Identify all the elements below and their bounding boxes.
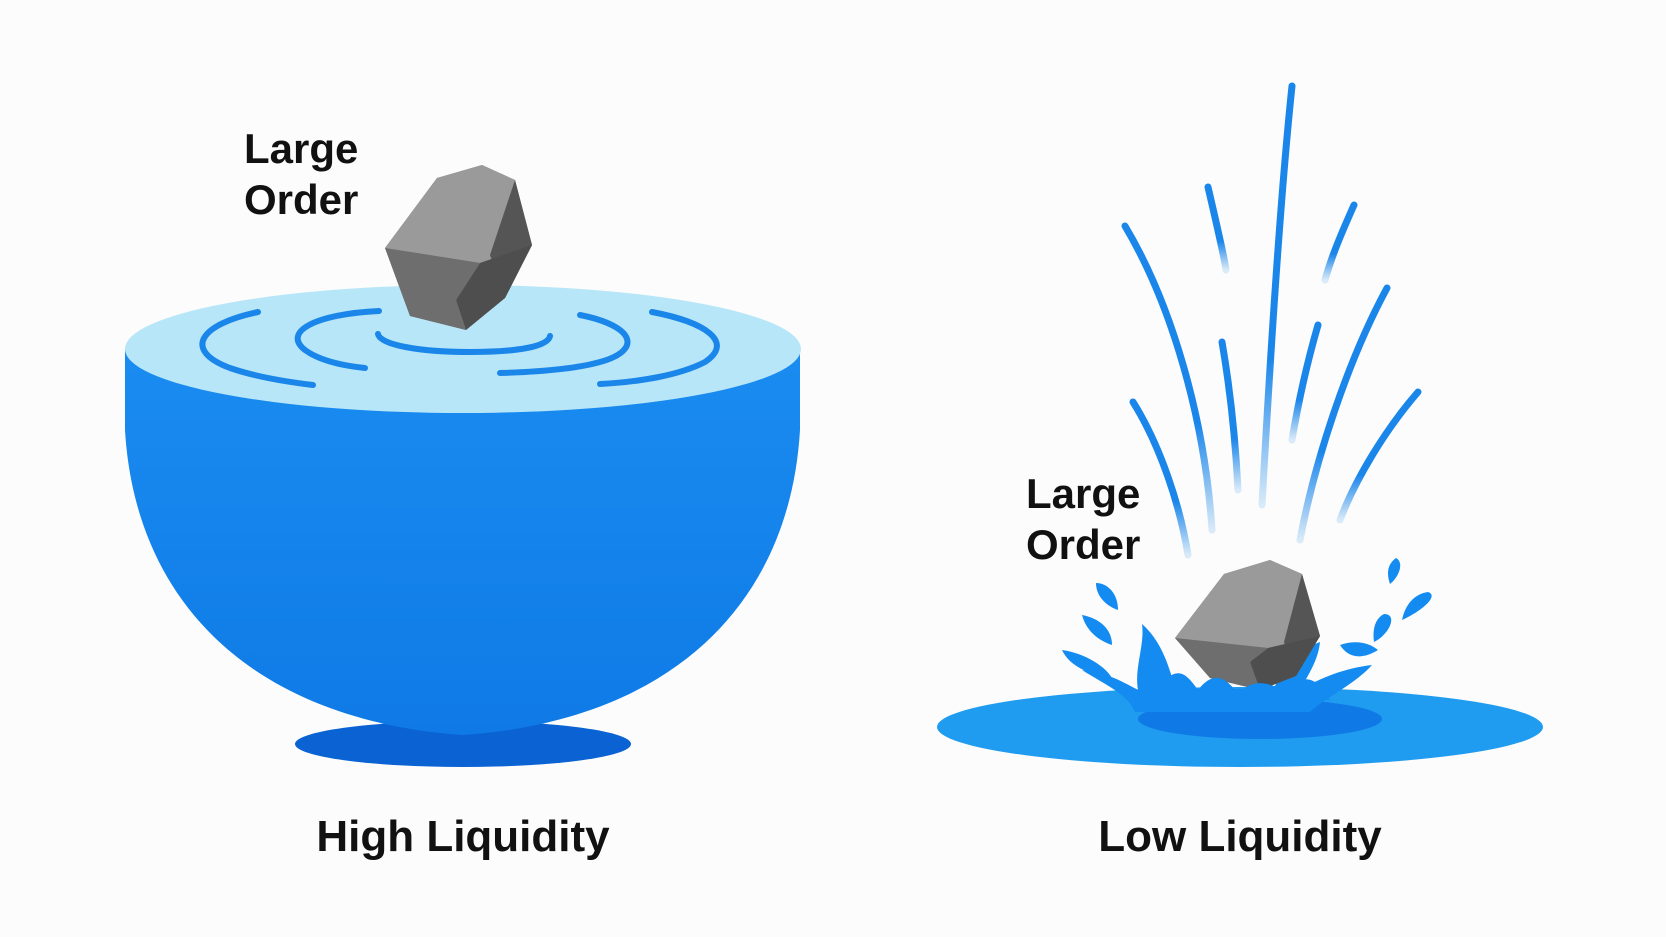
high-liquidity-panel: Large Order High Liquidity — [125, 125, 801, 861]
splash-droplets — [1062, 558, 1432, 678]
large-order-label-low: Large Order — [1026, 470, 1152, 568]
deep-bowl-body — [125, 350, 800, 735]
ripple-rings — [199, 308, 720, 388]
high-liquidity-caption: High Liquidity — [316, 812, 610, 861]
low-liquidity-panel: Large Order Low Liquidity — [937, 82, 1543, 861]
splash-front — [1150, 673, 1330, 700]
label-line-2: Order — [244, 176, 358, 223]
rock-icon — [385, 165, 532, 330]
label-line-1: Large — [1026, 470, 1140, 517]
low-liquidity-caption: Low Liquidity — [1098, 812, 1382, 861]
large-order-label-high: Large Order — [244, 125, 370, 223]
label-line-2: Order — [1026, 521, 1140, 568]
bowl-base — [295, 721, 631, 767]
rock-icon — [1175, 560, 1320, 690]
splash-jets — [1121, 82, 1422, 559]
label-line-1: Large — [244, 125, 358, 172]
